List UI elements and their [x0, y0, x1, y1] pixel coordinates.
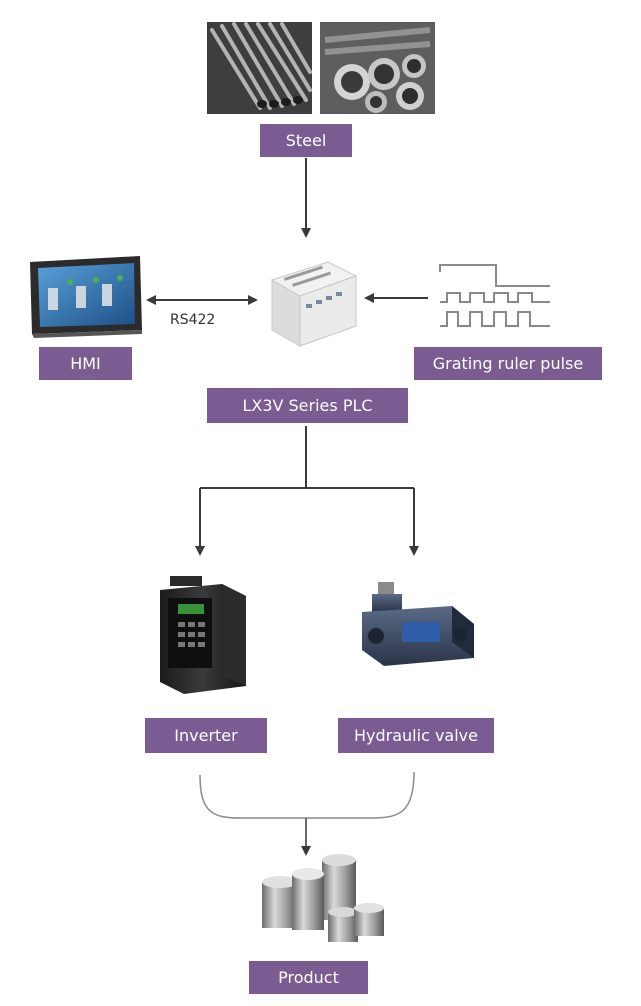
connection-label-rs422: RS422	[170, 312, 216, 328]
hydraulic-valve-image	[362, 582, 474, 666]
label-steel: Steel	[260, 124, 352, 157]
hmi-image	[30, 256, 142, 338]
product-image	[262, 854, 384, 942]
label-plc: LX3V Series PLC	[207, 388, 408, 423]
plc-image	[270, 261, 358, 347]
inverter-image	[160, 576, 246, 694]
steel-pipes-image	[320, 22, 435, 114]
label-grating-ruler-pulse: Grating ruler pulse	[414, 347, 602, 380]
label-product: Product	[249, 961, 368, 994]
steel-rods-image	[207, 22, 312, 114]
label-hmi: HMI	[39, 347, 132, 380]
merge-brace	[199, 771, 415, 819]
label-inverter: Inverter	[145, 718, 267, 753]
label-hydraulic-valve: Hydraulic valve	[338, 718, 494, 753]
grating-pulse-image	[439, 264, 550, 327]
plc-output-branch	[200, 426, 414, 489]
